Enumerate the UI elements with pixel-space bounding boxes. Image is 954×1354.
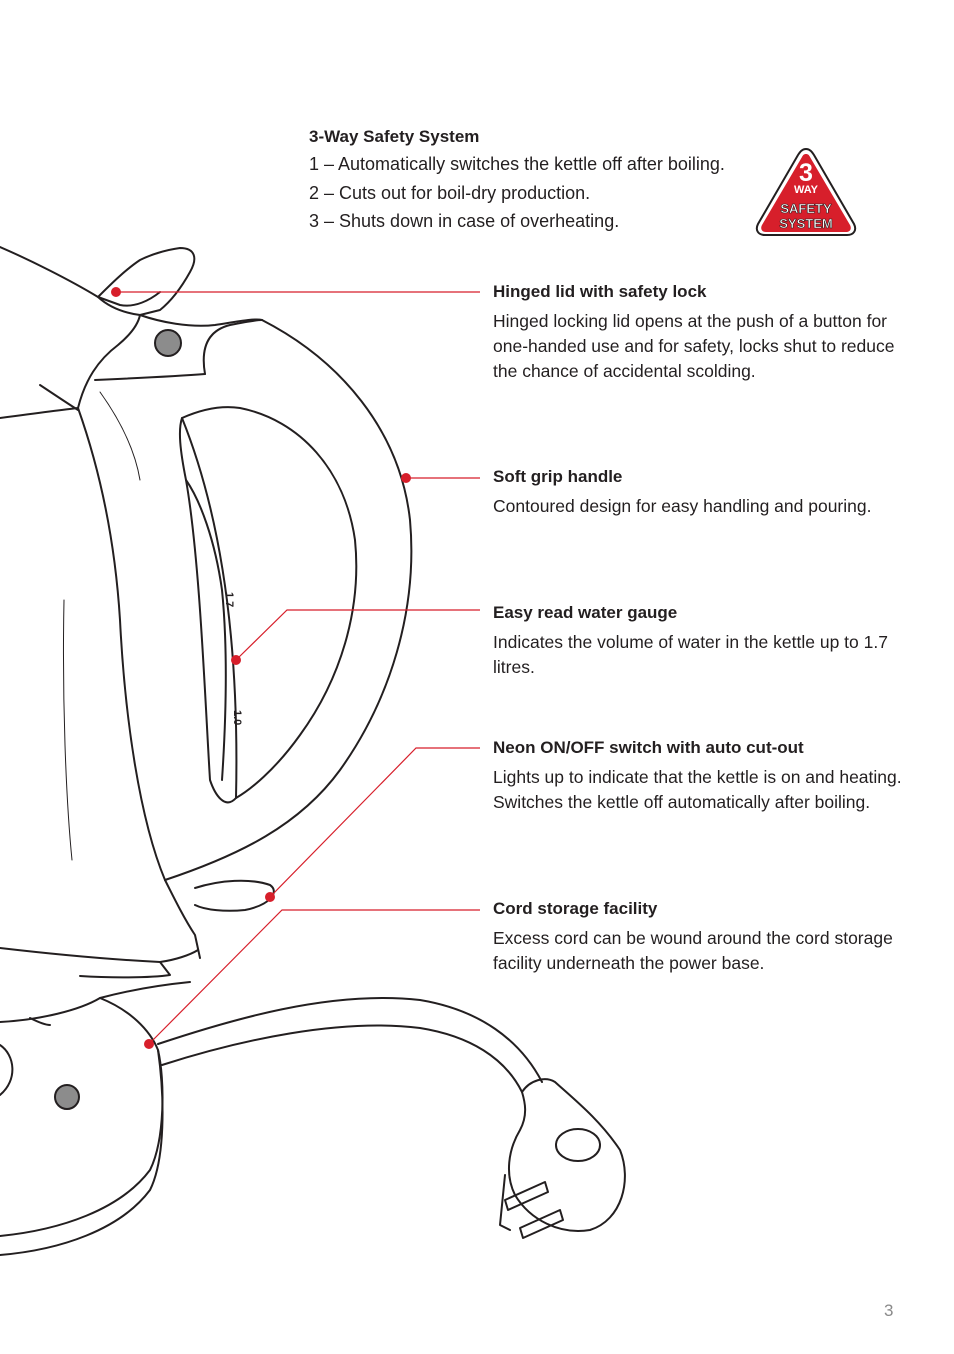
feature-body: Lights up to indicate that the kettle is…	[493, 767, 902, 812]
water-gauge-window	[178, 417, 238, 804]
svg-text:SYSTEM: SYSTEM	[779, 216, 832, 231]
feature-body: Hinged locking lid opens at the push of …	[493, 311, 895, 381]
lid-lever	[97, 247, 196, 316]
callout-dot-switch	[265, 892, 275, 902]
feature-cord-storage: Cord storage facility Excess cord can be…	[493, 896, 903, 976]
feature-body: Excess cord can be wound around the cord…	[493, 928, 893, 973]
svg-text:SAFETY: SAFETY	[780, 201, 832, 216]
callout-line-gauge	[235, 609, 480, 661]
power-cord	[157, 997, 543, 1083]
safety-item-1: 1 – Automatically switches the kettle of…	[309, 154, 725, 174]
kettle-shoulder	[0, 407, 79, 419]
safety-system-list: 3-Way Safety System 1 – Automatically sw…	[309, 124, 789, 236]
feature-neon-switch: Neon ON/OFF switch with auto cut-out Lig…	[493, 735, 913, 815]
feature-title: Hinged lid with safety lock	[493, 282, 707, 301]
power-base	[0, 997, 164, 1237]
safety-item-3: 3 – Shuts down in case of overheating.	[309, 211, 620, 231]
kettle-body	[77, 407, 166, 881]
switch	[194, 879, 275, 912]
feature-soft-grip-handle: Soft grip handle Contoured design for ea…	[493, 464, 903, 519]
gauge-mark-1-0: 1.0	[231, 710, 243, 725]
callout-dot-cord	[144, 1039, 154, 1049]
safety-item-2: 2 – Cuts out for boil-dry production.	[309, 182, 591, 203]
svg-text:WAY: WAY	[794, 184, 819, 196]
base-switch-button	[54, 1084, 80, 1110]
page-number: 3	[884, 1301, 894, 1320]
callout-dot-lid	[111, 287, 121, 297]
kettle-lid	[0, 246, 161, 307]
feature-title: Cord storage facility	[493, 899, 658, 918]
feature-hinged-lid: Hinged lid with safety lock Hinged locki…	[493, 279, 903, 384]
callout-line-switch	[269, 747, 480, 898]
callout-line-cord	[148, 909, 480, 1045]
feature-title: Neon ON/OFF switch with auto cut-out	[493, 738, 804, 757]
feature-body: Indicates the volume of water in the ket…	[493, 632, 888, 677]
handle	[164, 319, 413, 881]
safety-system-title: 3-Way Safety System	[309, 127, 480, 146]
svg-text:3: 3	[799, 159, 813, 187]
callout-dot-handle	[401, 473, 411, 483]
feature-water-gauge: Easy read water gauge Indicates the volu…	[493, 600, 903, 680]
gauge-mark-1-7: 1.7	[223, 592, 235, 607]
callout-dot-gauge	[231, 655, 241, 665]
feature-body: Contoured design for easy handling and p…	[493, 496, 872, 516]
feature-title: Soft grip handle	[493, 467, 623, 486]
power-plug	[508, 1078, 626, 1232]
safety-badge-logo: 3 WAY SAFETY SYSTEM	[755, 147, 857, 236]
feature-title: Easy read water gauge	[493, 603, 678, 622]
lid-button	[154, 329, 182, 357]
